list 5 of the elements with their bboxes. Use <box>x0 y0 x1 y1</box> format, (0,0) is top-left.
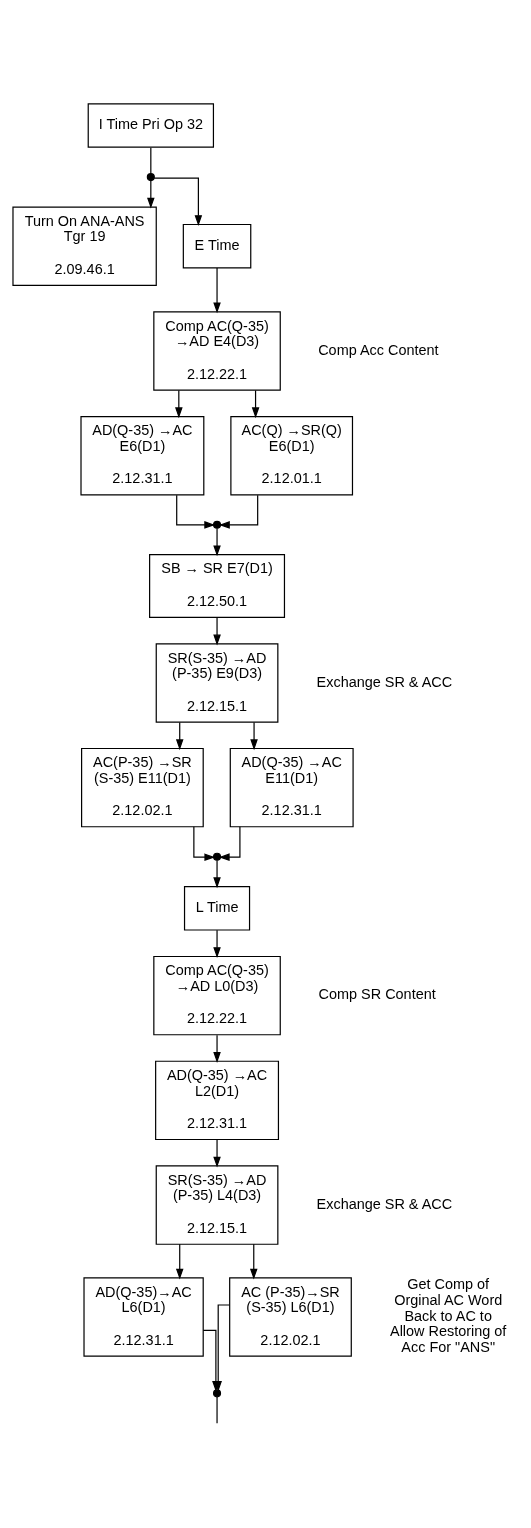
node-label: Get Comp of Orginal AC Word Back to AC to Allow Restoring of Acc For "ANS" <box>390 1276 507 1356</box>
node-label: Comp SR Content <box>318 986 436 1003</box>
node-label: Exchange SR & ACC <box>316 673 453 690</box>
node-label: Comp Acc Content <box>318 341 439 358</box>
node-label: Exchange SR & ACC <box>316 1195 453 1212</box>
